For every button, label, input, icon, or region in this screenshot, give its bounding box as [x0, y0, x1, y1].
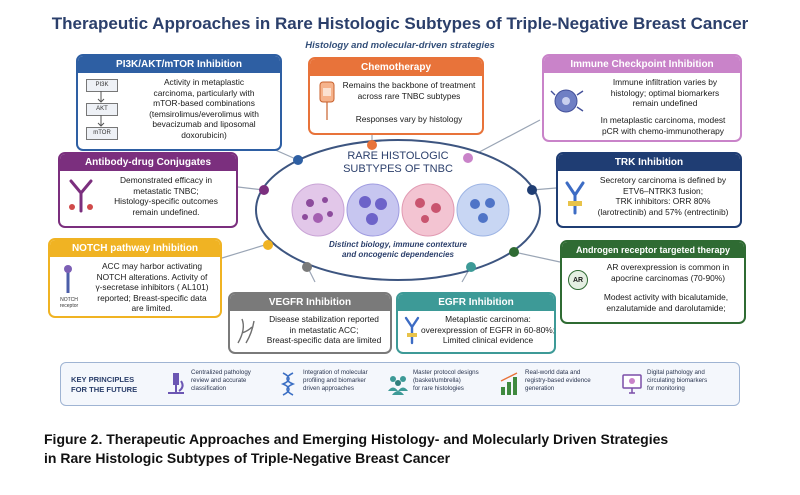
card-egfr-header: EGFR Inhibition	[398, 294, 554, 311]
histology-images	[291, 183, 510, 237]
dot-vegf	[302, 262, 312, 272]
diagram-title: Therapeutic Approaches in Rare Histologi…	[51, 14, 749, 33]
pathway-node-mtor: mTOR	[86, 127, 118, 140]
notch-receptor-label: NOTCH receptor	[59, 297, 79, 309]
antibody-icon	[69, 179, 93, 213]
immune-cell-icon	[550, 89, 584, 113]
dot-immune	[463, 153, 473, 163]
trk-receptor-icon	[565, 181, 585, 215]
card-trk-header: TRK Inhibition	[558, 154, 740, 171]
card-androgen: Androgen receptor targeted therapy AR AR…	[560, 240, 746, 324]
center-description: Distinct biology, immune contexture and …	[329, 240, 467, 259]
card-notch: NOTCH pathway Inhibition NOTCH receptor …	[48, 238, 222, 318]
card-vegf: VEGFR Inhibition Disease stabilization r…	[228, 292, 392, 354]
principle-2: Integration of molecular profiling and b…	[303, 369, 368, 392]
dot-adc	[259, 185, 269, 195]
card-egfr: EGFR Inhibition Metaplastic carcinoma: o…	[396, 292, 556, 354]
microscope-icon	[168, 373, 184, 394]
key-principles-panel: KEY PRINCIPLES FOR THE FUTURE Centralize…	[60, 362, 740, 406]
dot-trk	[527, 185, 537, 195]
dot-chemo	[367, 140, 377, 150]
card-notch-header: NOTCH pathway Inhibition	[50, 240, 220, 257]
dot-pi3k	[293, 155, 303, 165]
principle-5: Digital pathology and circulating biomar…	[647, 369, 708, 392]
card-adc: Antibody-drug Conjugates Demonstrated ef…	[58, 152, 238, 228]
bar-chart-icon	[500, 372, 518, 395]
principle-3: Master protocol designs (basket/umbrella…	[413, 369, 479, 392]
vessel-icon	[237, 318, 255, 344]
pathway-node-akt: AKT	[86, 103, 118, 116]
connector-notch	[221, 243, 269, 259]
card-chemo: Chemotherapy Remains the backbone of tre…	[308, 57, 484, 135]
dot-egfr	[466, 262, 476, 272]
card-trk: TRK Inhibition Secretory carcinoma is de…	[556, 152, 742, 228]
dot-notch	[263, 240, 273, 250]
egfr-receptor-icon	[404, 316, 420, 345]
pathway-node-pi3k: PI3K	[86, 79, 118, 92]
notch-receptor-icon	[64, 265, 72, 293]
connector-immune	[467, 119, 541, 159]
dot-androgen	[509, 247, 519, 257]
pathway-arrows-icon	[97, 91, 105, 127]
principle-1: Centralized pathology review and accurat…	[191, 369, 251, 392]
ar-receptor-icon: AR	[568, 270, 588, 290]
key-principles-label: KEY PRINCIPLES FOR THE FUTURE	[71, 375, 138, 394]
card-vegf-header: VEGFR Inhibition	[230, 294, 390, 311]
figure-caption: Figure 2. Therapeutic Approaches and Eme…	[44, 431, 669, 466]
card-chemo-header: Chemotherapy	[310, 59, 482, 76]
people-icon	[388, 376, 408, 395]
connector-androgen	[513, 251, 561, 263]
principle-4: Real-world data and registry-based evide…	[525, 369, 591, 392]
center-title: RARE HISTOLOGIC SUBTYPES OF TNBC	[343, 150, 453, 175]
card-pi3k: PI3K/AKT/mTOR Inhibition PI3K AKT mTOR A…	[76, 54, 282, 151]
monitor-icon	[622, 374, 642, 394]
card-immune: Immune Checkpoint Inhibition Immune infi…	[542, 54, 742, 142]
card-pi3k-header: PI3K/AKT/mTOR Inhibition	[78, 56, 280, 73]
iv-bag-icon	[319, 81, 335, 120]
card-adc-header: Antibody-drug Conjugates	[60, 154, 236, 171]
card-immune-header: Immune Checkpoint Inhibition	[544, 56, 740, 73]
card-androgen-header: Androgen receptor targeted therapy	[562, 242, 744, 258]
diagram-subtitle: Histology and molecular-driven strategie…	[305, 40, 495, 51]
dna-icon	[280, 372, 296, 396]
